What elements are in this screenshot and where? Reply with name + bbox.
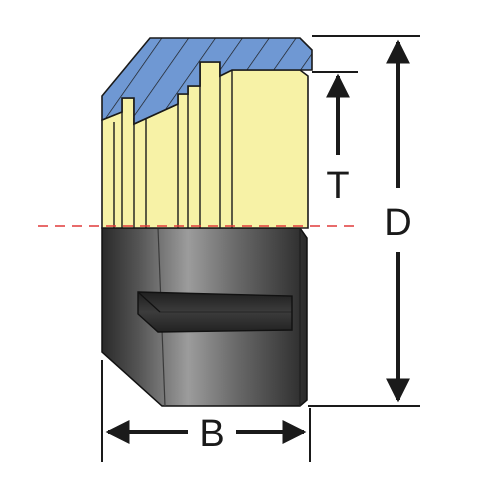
packing-rings bbox=[101, 61, 309, 229]
t-label: T bbox=[326, 165, 349, 207]
d-label: D bbox=[384, 202, 411, 244]
metal-case-lower-half bbox=[101, 227, 308, 407]
b-label: B bbox=[199, 413, 224, 455]
seal-cap bbox=[101, 37, 313, 126]
